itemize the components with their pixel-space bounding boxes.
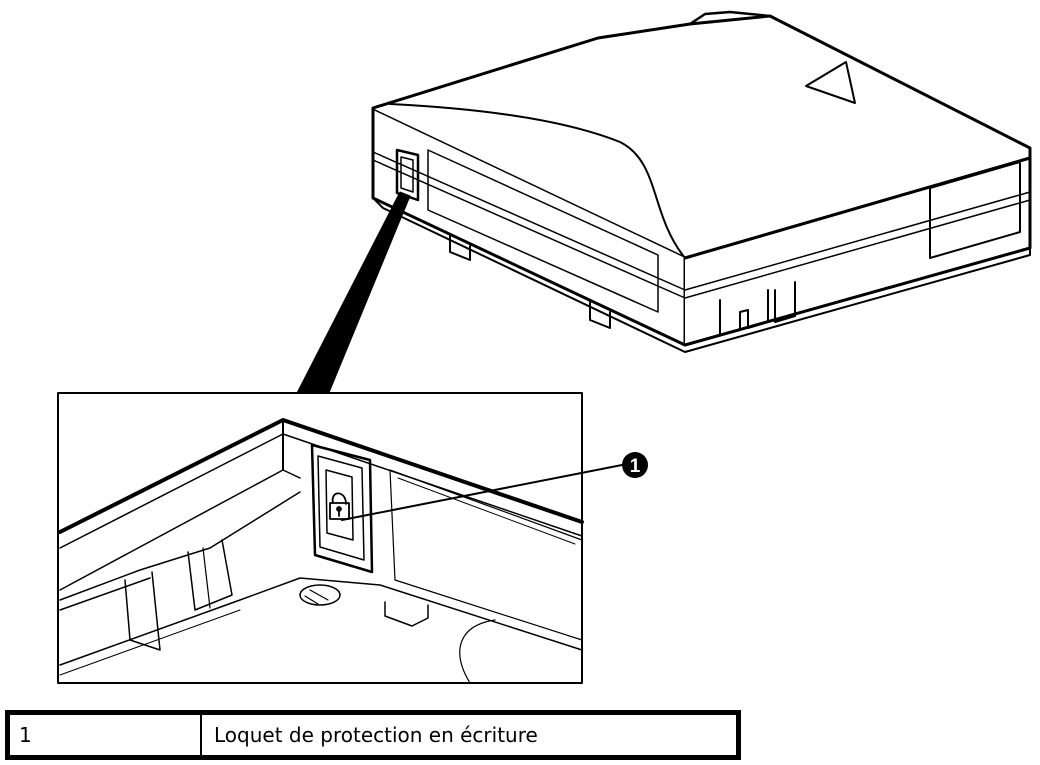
callout-number: 1: [630, 456, 641, 477]
legend-description-cell: Loquet de protection en écriture: [214, 723, 538, 747]
callout-marker: [622, 452, 648, 478]
zoom-wedge: [295, 191, 411, 396]
callout-leader-line: [341, 464, 623, 521]
legend-number-cell: 1: [10, 715, 202, 755]
cartridge-body: [371, 10, 1032, 353]
legend-table: 1 Loquet de protection en écriture: [5, 710, 741, 760]
detail-inset: [57, 392, 584, 684]
